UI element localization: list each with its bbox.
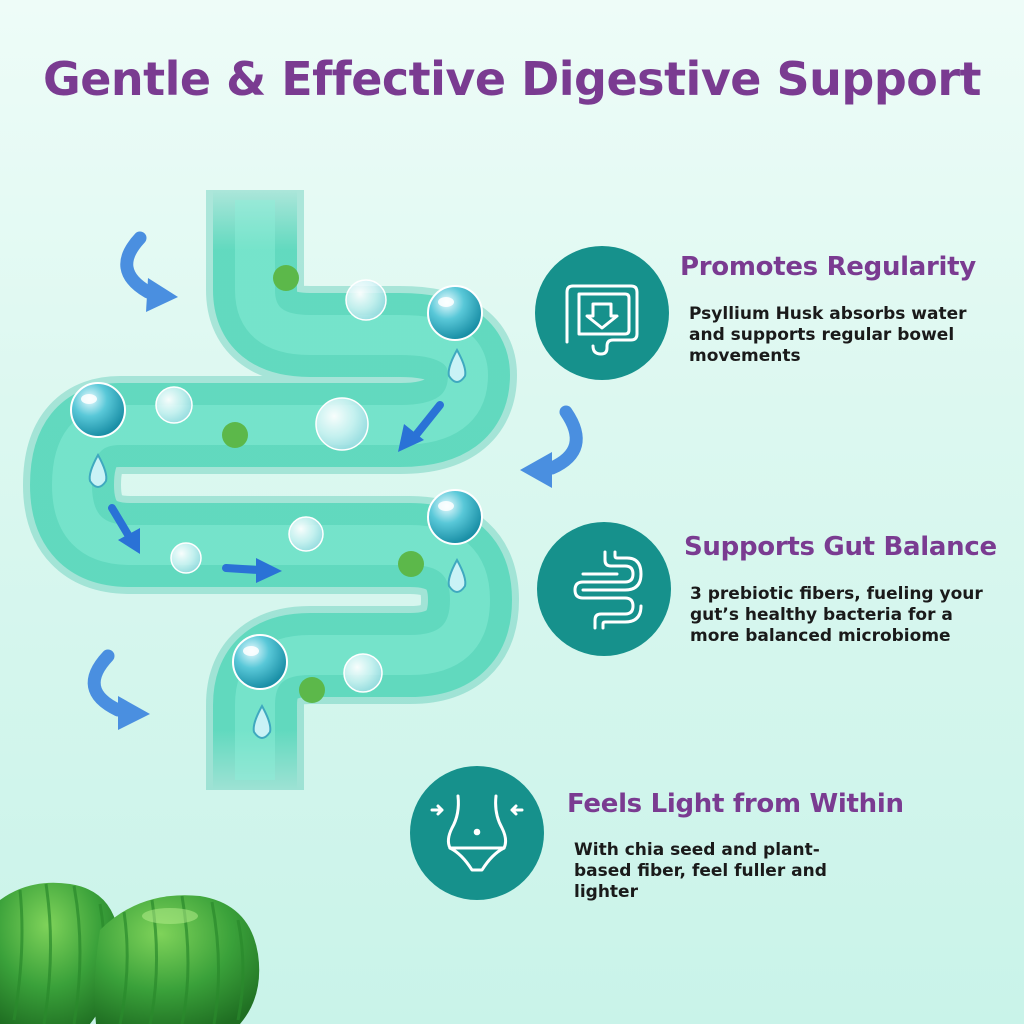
bubble <box>343 653 383 693</box>
intestine-icon <box>573 550 643 630</box>
water-drop-icon <box>447 557 467 593</box>
flow-arrow-icon <box>398 401 444 452</box>
feature-icon-feel-light <box>410 766 544 900</box>
feature-icon-regularity <box>535 246 669 380</box>
colon-down-arrow-icon <box>565 284 639 356</box>
fiber-dot <box>273 265 299 291</box>
water-drop-icon <box>88 452 108 488</box>
feature-description: With chia seed and plant-based fiber, fe… <box>574 840 827 902</box>
water-drop-icon <box>447 347 467 383</box>
fiber-dot <box>299 677 325 703</box>
bubble <box>155 386 193 424</box>
fiber-dot <box>398 551 424 577</box>
feature-description: 3 prebiotic fibers, fueling your gut’s h… <box>690 584 983 646</box>
green-gummy-image <box>0 882 260 1024</box>
feature-description: Psyllium Husk absorbs water and supports… <box>689 304 967 366</box>
feature-title: Supports Gut Balance <box>684 532 997 562</box>
water-sphere <box>232 634 288 690</box>
intestine-tube-highlight <box>52 200 490 780</box>
flow-arrow-icon <box>222 558 282 583</box>
water-sphere <box>427 489 483 545</box>
water-sphere <box>427 285 483 341</box>
water-drop-icon <box>252 703 272 739</box>
feature-icon-gut-balance <box>537 522 671 656</box>
intestine-tube <box>30 190 512 790</box>
bubble <box>288 516 324 552</box>
waist-slim-icon <box>430 794 524 872</box>
bubble <box>170 542 202 574</box>
feature-title: Promotes Regularity <box>680 252 976 282</box>
bubble <box>315 397 369 451</box>
curved-arrow-icon <box>520 405 583 488</box>
curved-arrow-icon <box>87 649 150 730</box>
water-sphere <box>70 382 126 438</box>
flow-arrow-icon <box>108 504 140 554</box>
bubble <box>345 279 387 321</box>
page-title: Gentle & Effective Digestive Support <box>42 52 982 106</box>
fiber-dot <box>222 422 248 448</box>
feature-title: Feels Light from Within <box>567 789 904 819</box>
curved-arrow-icon <box>120 231 178 312</box>
